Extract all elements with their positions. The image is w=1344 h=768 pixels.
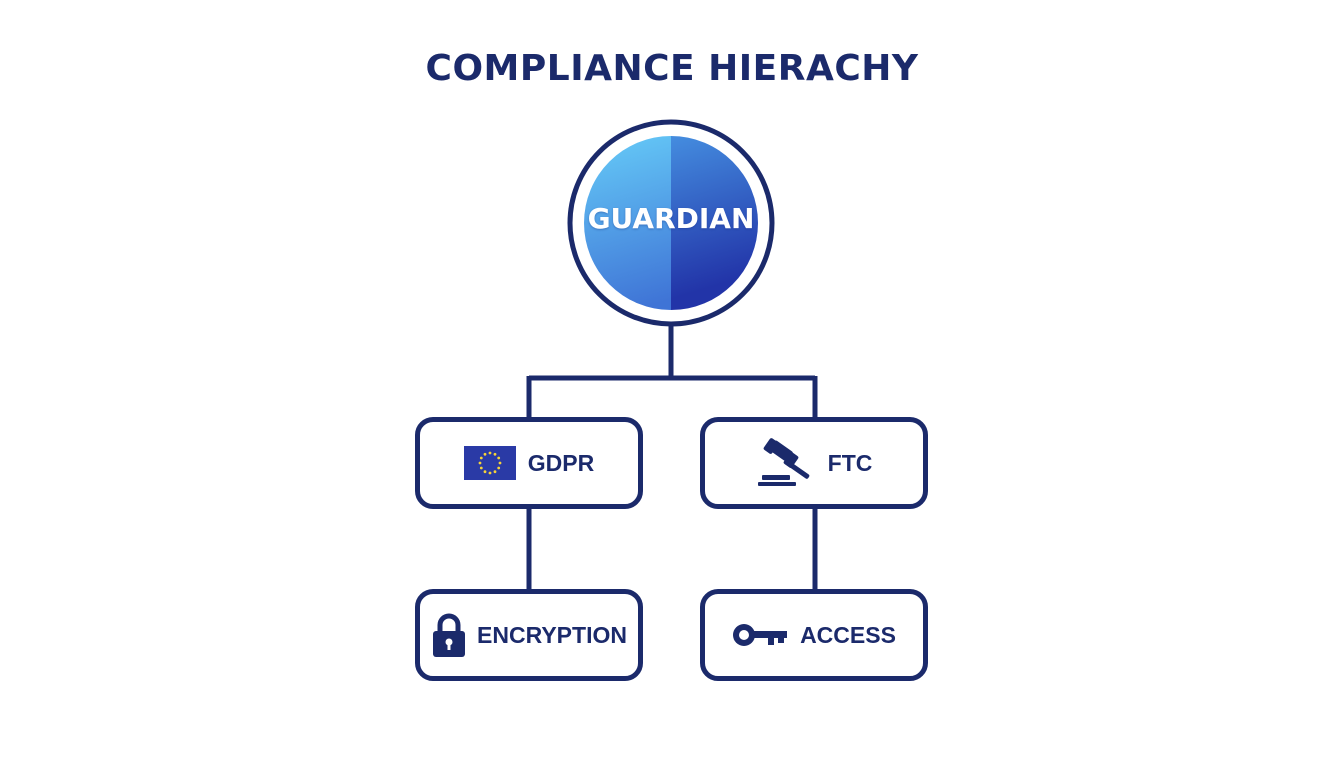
encryption-node: ENCRYPTION	[415, 589, 643, 681]
key-icon	[732, 620, 788, 650]
ftc-node: FTC	[700, 417, 928, 509]
ftc-label: FTC	[827, 449, 873, 476]
padlock-icon	[431, 611, 467, 659]
connector-lines	[526, 326, 818, 592]
encryption-label: ENCRYPTION	[477, 621, 627, 648]
gdpr-label: GDPR	[527, 449, 595, 476]
gavel-icon	[756, 435, 816, 491]
gdpr-node: GDPR	[415, 417, 643, 509]
diagram-title: COMPLIANCE HIERACHY	[425, 48, 919, 89]
access-label: ACCESS	[800, 621, 896, 648]
guardian-root-node	[567, 119, 775, 327]
guardian-label: GUARDIAN	[587, 202, 755, 235]
eu-flag-icon	[463, 446, 516, 480]
access-node: ACCESS	[700, 589, 928, 681]
